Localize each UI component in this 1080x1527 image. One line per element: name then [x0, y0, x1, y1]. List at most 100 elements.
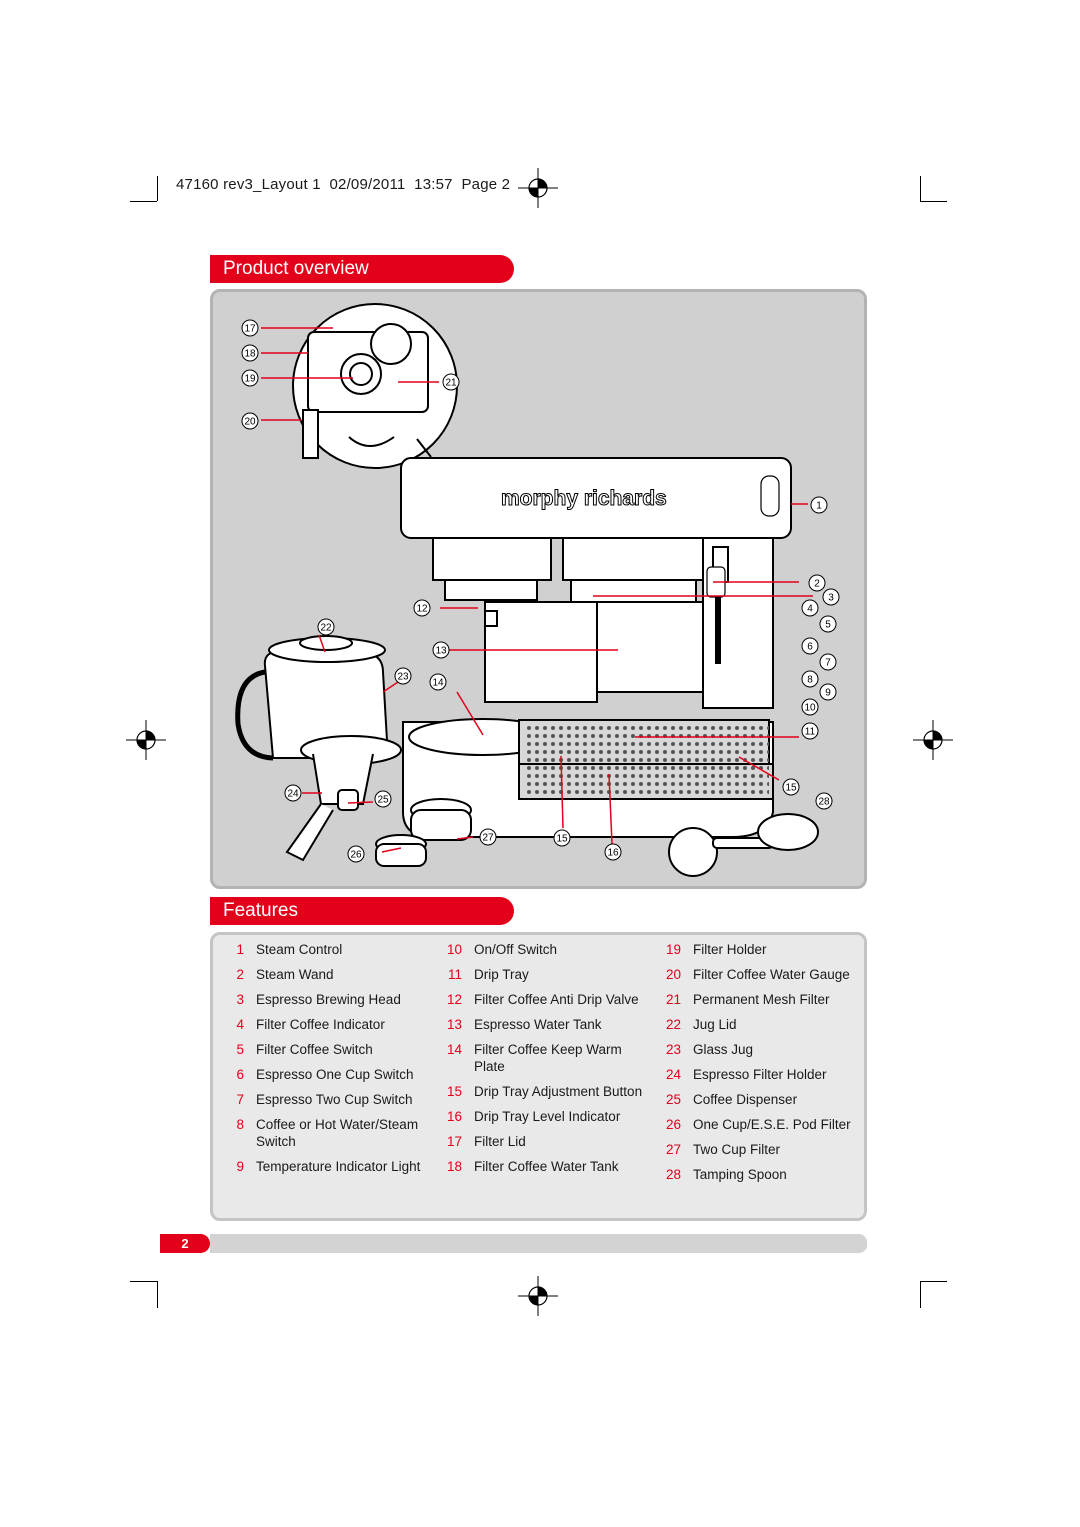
section-title-features: Features — [210, 897, 514, 925]
page-number: 2 — [160, 1234, 210, 1253]
feature-label: Steam Control — [256, 942, 343, 957]
feature-label: On/Off Switch — [474, 942, 558, 957]
feature-number: 25 — [665, 1092, 681, 1107]
callout-bubble — [819, 683, 837, 701]
callout-bubble — [317, 618, 335, 636]
callout-bubble — [241, 412, 259, 430]
feature-item: 3 Espresso Brewing Head — [218, 991, 432, 1008]
feature-number: 14 — [446, 1042, 462, 1057]
callout-number: 24 — [287, 789, 299, 800]
callout-number: 14 — [432, 678, 444, 689]
crop-mark — [157, 176, 158, 201]
callout-number: 15 — [785, 783, 797, 794]
callout-number: 28 — [818, 797, 830, 808]
callout-number: 13 — [435, 646, 447, 657]
feature-item: 24 Espresso Filter Holder — [655, 1066, 869, 1083]
callout-bubble — [819, 615, 837, 633]
callout-bubble — [810, 496, 828, 514]
callout-bubble — [604, 843, 622, 861]
callout-number: 23 — [397, 672, 409, 683]
callout-bubble — [241, 344, 259, 362]
feature-label: Filter Coffee Switch — [256, 1042, 373, 1057]
crop-mark — [920, 1281, 947, 1282]
callout-number: 11 — [805, 727, 816, 738]
callout-bubble — [801, 637, 819, 655]
feature-label: Espresso One Cup Switch — [256, 1067, 414, 1082]
feature-number: 11 — [447, 967, 462, 982]
drip-tray-grid — [523, 724, 769, 796]
feature-label: Tamping Spoon — [693, 1167, 787, 1182]
callout-bubble — [442, 373, 460, 391]
feature-label: Drip Tray Level Indicator — [474, 1109, 621, 1124]
feature-label: Espresso Water Tank — [474, 1017, 602, 1032]
callout-number: 22 — [320, 623, 332, 634]
callout-bubble — [801, 698, 819, 716]
feature-number: 2 — [236, 967, 244, 982]
feature-item: 11 Drip Tray — [436, 966, 650, 983]
feature-number: 18 — [446, 1159, 462, 1174]
feature-label: Filter Coffee Water Gauge — [693, 967, 850, 982]
callout-number: 10 — [804, 703, 816, 714]
callout-number: 27 — [482, 833, 494, 844]
callout-bubble — [374, 790, 392, 808]
callout-bubble — [808, 574, 826, 592]
feature-number: 4 — [236, 1017, 244, 1032]
feature-number: 24 — [665, 1067, 681, 1082]
callout-bubble — [782, 778, 800, 796]
feature-number: 15 — [446, 1084, 462, 1099]
callout-bubble — [801, 599, 819, 617]
callout-number: 7 — [825, 658, 831, 669]
feature-label: Espresso Brewing Head — [256, 992, 401, 1007]
feature-label: Filter Coffee Anti Drip Valve — [474, 992, 639, 1007]
feature-label: Drip Tray — [474, 967, 529, 982]
feature-number: 17 — [446, 1134, 462, 1149]
callout-number: 17 — [244, 324, 256, 335]
feature-label: Espresso Filter Holder — [693, 1067, 827, 1082]
feature-label: Temperature Indicator Light — [256, 1159, 421, 1174]
callout-number: 12 — [416, 604, 428, 615]
callout-bubble — [801, 722, 819, 740]
feature-label: Steam Wand — [256, 967, 334, 982]
crop-mark — [130, 1281, 157, 1282]
callout-number: 4 — [807, 604, 813, 615]
feature-number: 22 — [665, 1017, 681, 1032]
crop-mark — [920, 201, 947, 202]
callout-number: 16 — [607, 848, 619, 859]
callout-number: 2 — [814, 579, 820, 590]
callout-number: 25 — [377, 795, 389, 806]
feature-number: 13 — [446, 1017, 462, 1032]
callout-number: 8 — [807, 675, 813, 686]
feature-label: Drip Tray Adjustment Button — [474, 1084, 643, 1099]
feature-number: 3 — [236, 992, 244, 1007]
registration-mark-icon — [913, 720, 953, 760]
callout-bubble — [347, 845, 365, 863]
callout-number: 1 — [816, 501, 822, 512]
callout-bubble — [479, 828, 497, 846]
feature-item: 2 Steam Wand — [218, 966, 432, 983]
feature-label: One Cup/E.S.E. Pod Filter — [693, 1117, 851, 1132]
callout-bubble — [394, 667, 412, 685]
brand-logo: morphy richards — [501, 487, 667, 510]
print-slug: 47160 rev3_Layout 1 02/09/2011 13:57 Pag… — [176, 176, 511, 193]
registration-mark-icon — [126, 720, 166, 760]
